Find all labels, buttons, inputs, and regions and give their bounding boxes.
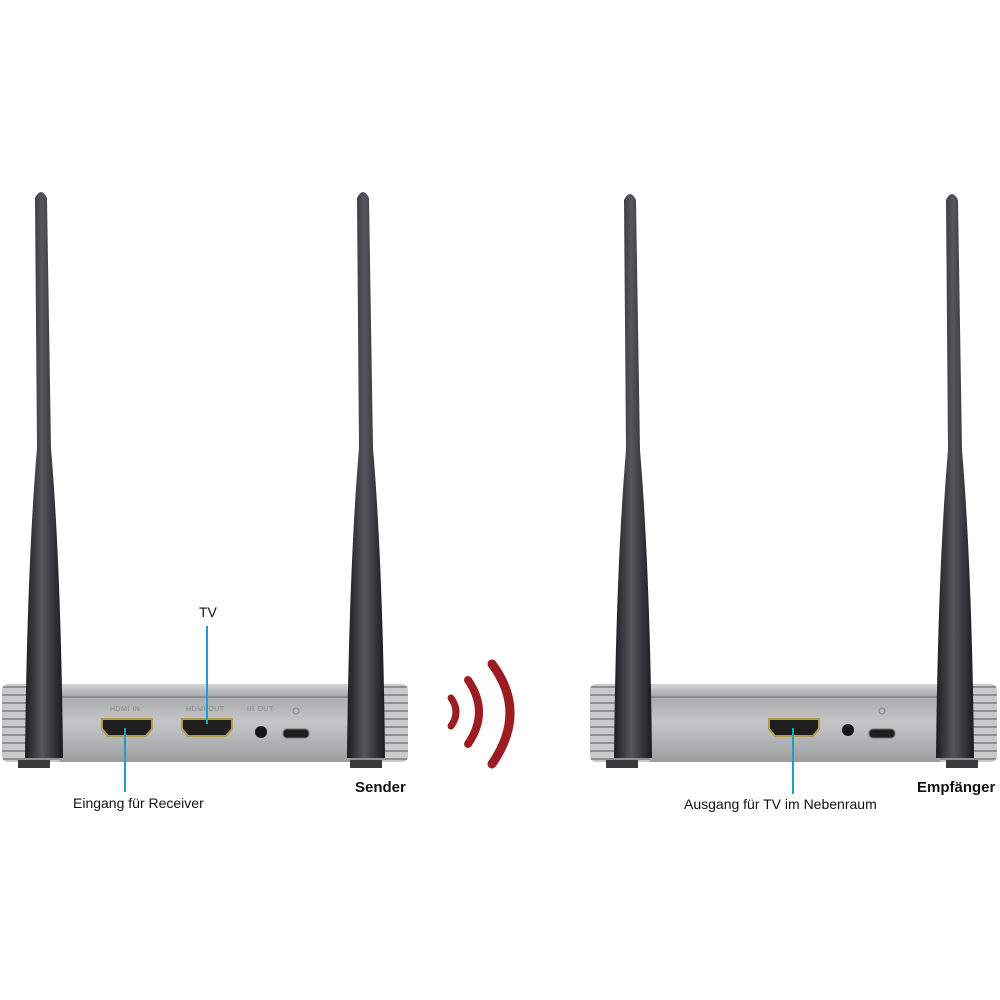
label-output-tv: Ausgang für TV im Nebenraum (684, 796, 877, 812)
hdmi-out-port (768, 718, 820, 737)
antenna (936, 194, 974, 758)
wireless-signal-icon (447, 659, 515, 769)
hdmi-in-port (101, 718, 153, 737)
power-icon (878, 707, 886, 715)
antenna (347, 192, 385, 758)
ir-out-jack (255, 726, 267, 738)
label-receiver: Empfänger (917, 779, 996, 796)
sender-device (2, 684, 408, 768)
antenna (25, 192, 63, 758)
receiver-device (590, 684, 997, 768)
ir-jack (842, 724, 854, 736)
micro-usb-power-port (282, 728, 310, 739)
hdmi-out-port (181, 718, 233, 737)
port-label-hdmi-in: HDMI IN (110, 706, 141, 713)
label-input-receiver: Eingang für Receiver (73, 795, 204, 811)
label-sender: Sender (355, 779, 406, 796)
antenna (614, 194, 652, 758)
power-icon (292, 707, 300, 715)
label-tv: TV (199, 604, 217, 620)
micro-usb-power-port (868, 728, 896, 739)
port-label-ir-out: IR OUT (247, 706, 274, 713)
port-label-hdmi-out: HDMI OUT (186, 706, 225, 713)
